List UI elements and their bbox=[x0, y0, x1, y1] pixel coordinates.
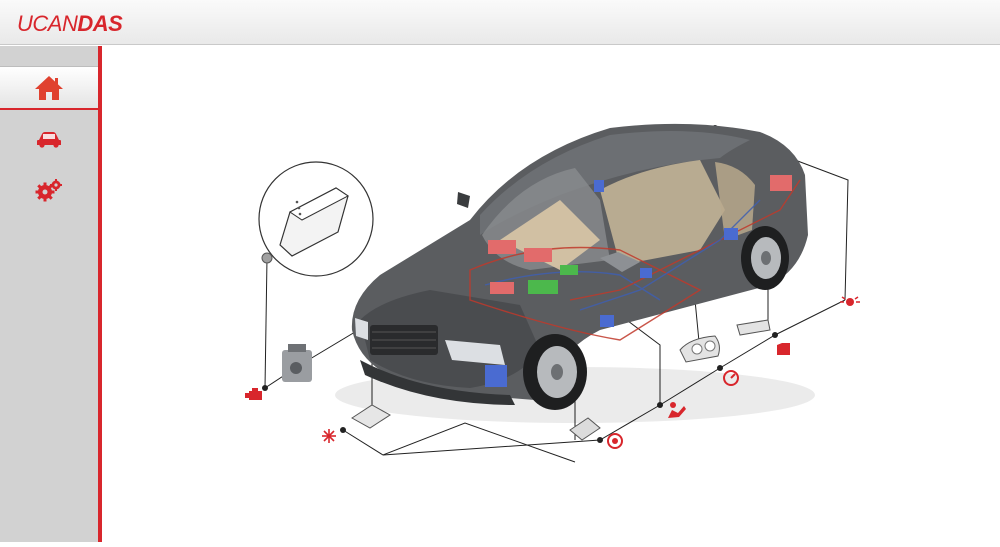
ecu-modules bbox=[485, 175, 792, 387]
door-module-thumb bbox=[736, 319, 771, 336]
engine-icon bbox=[245, 388, 262, 400]
light-icon bbox=[840, 296, 860, 306]
sidebar-item-settings[interactable] bbox=[0, 168, 98, 212]
main-content bbox=[102, 46, 1000, 542]
door-icon bbox=[777, 343, 790, 355]
top-bar: UCANDAS bbox=[0, 0, 1000, 45]
sidebar-accent-border bbox=[98, 46, 102, 542]
sidebar-item-vehicle[interactable] bbox=[0, 118, 98, 162]
sidebar bbox=[0, 46, 98, 542]
home-icon bbox=[35, 75, 63, 100]
airbag-icon bbox=[668, 402, 686, 418]
engine-module-thumb bbox=[282, 344, 312, 382]
brand-text-bold: DAS bbox=[77, 11, 123, 36]
obd-interface-callout bbox=[258, 161, 374, 277]
vehicle-system-diagram bbox=[245, 123, 860, 463]
car-icon bbox=[37, 132, 61, 148]
snowflake-icon bbox=[322, 429, 336, 443]
rear-wheel bbox=[741, 226, 789, 290]
climate-control-thumb bbox=[351, 404, 391, 429]
gears-icon bbox=[35, 179, 62, 202]
speedometer-icon bbox=[723, 370, 739, 386]
brand-text-light: UCAN bbox=[17, 11, 78, 36]
app-logo: UCANDAS bbox=[17, 11, 123, 37]
instrument-cluster-thumb bbox=[679, 335, 720, 363]
car-illustration bbox=[335, 123, 815, 423]
front-wheel bbox=[523, 334, 587, 410]
abs-icon bbox=[607, 433, 623, 449]
sidebar-item-home[interactable] bbox=[0, 66, 98, 110]
abs-module-thumb bbox=[569, 417, 601, 441]
